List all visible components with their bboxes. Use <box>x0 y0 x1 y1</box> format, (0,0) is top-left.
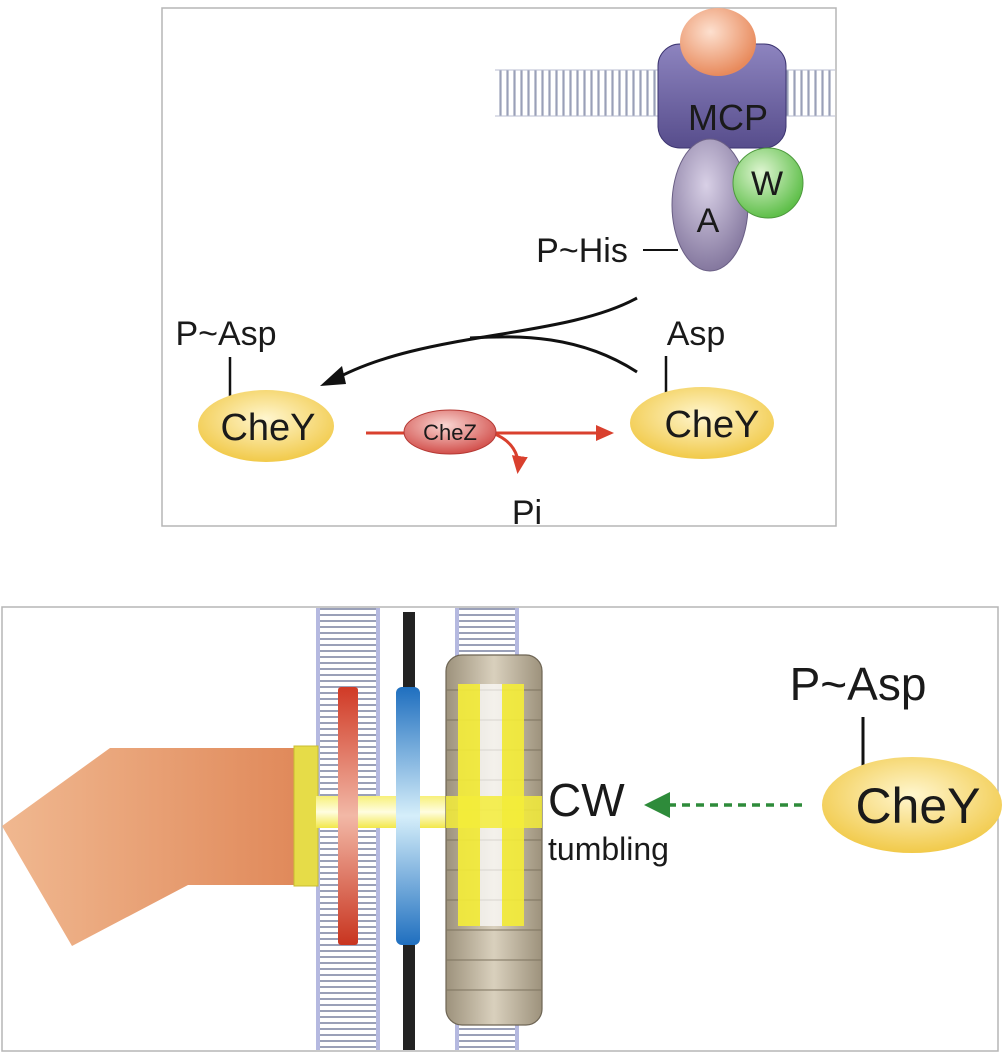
asp-label: Asp <box>667 315 726 353</box>
top-panel: MCP A W P~His P~Asp CheY Asp CheY CheZ P… <box>161 7 837 532</box>
outer-membrane-edge-right <box>376 608 380 1050</box>
chew-adaptor <box>732 147 804 219</box>
rod-center-cross <box>446 796 542 828</box>
mcp-label: MCP <box>688 97 768 138</box>
chey-left-label: CheY <box>220 407 315 449</box>
pasp-label-bottom: P~Asp <box>790 658 927 710</box>
l-ring <box>338 687 358 945</box>
pi-label: Pi <box>512 494 542 532</box>
chey-right-label: CheY <box>664 404 759 446</box>
phis-label: P~His <box>536 232 628 270</box>
chea-label: A <box>697 202 720 240</box>
chew-label: W <box>751 165 783 203</box>
bottom-panel: CW tumbling P~Asp CheY <box>1 606 1002 1052</box>
phosphotransfer-arrowhead <box>320 366 346 386</box>
pasp-label-top: P~Asp <box>175 315 276 353</box>
signal-arrowhead <box>644 792 670 818</box>
chez-label: CheZ <box>423 420 477 445</box>
chey-unphosphorylated <box>630 387 774 459</box>
chey-label-bottom: CheY <box>855 778 980 834</box>
ligand-sphere <box>680 8 756 76</box>
flagellar-hook <box>2 748 298 946</box>
p-ring <box>396 687 420 945</box>
pi-release-arrow <box>491 431 528 474</box>
chey-phosphorylated <box>198 390 334 462</box>
tumbling-label: tumbling <box>548 831 669 867</box>
hook-rod-junction <box>293 745 319 887</box>
phosphotransfer-arrow-lower <box>469 335 638 374</box>
chey-phosphorylated-bottom <box>822 757 1002 853</box>
chez-phosphatase <box>403 409 497 455</box>
cw-label: CW <box>548 774 625 826</box>
